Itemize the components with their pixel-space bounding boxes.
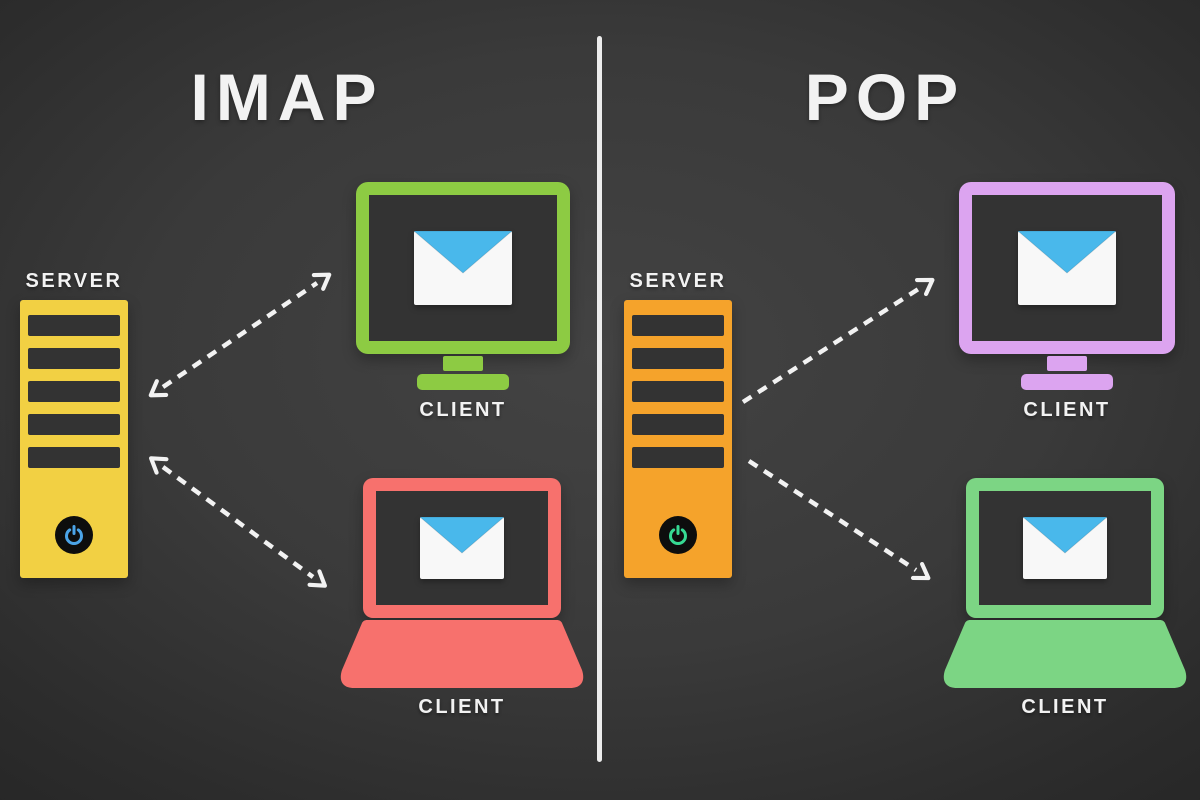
laptop-base <box>943 620 1187 688</box>
server-slot <box>632 315 724 336</box>
imap-laptop-client: CLIENT <box>340 478 584 719</box>
arrow-imap-server-desktop-bidirectional <box>148 272 332 398</box>
monitor-neck <box>1047 356 1087 371</box>
laptop-screen <box>966 478 1164 618</box>
power-icon <box>65 525 83 545</box>
pop-section-title: POP <box>804 60 966 134</box>
server-slot <box>28 381 120 402</box>
pop-server-label: SERVER <box>629 270 727 292</box>
monitor-neck <box>443 356 483 371</box>
mail-envelope-icon <box>414 231 512 305</box>
imap-server-tower <box>20 300 128 578</box>
monitor-screen <box>959 182 1175 354</box>
pop-laptop-client-label: CLIENT <box>1021 696 1109 718</box>
server-slot <box>632 414 724 435</box>
power-button <box>55 516 93 554</box>
arrow-imap-server-laptop-bidirectional <box>149 456 327 588</box>
pop-laptop-client: CLIENT <box>943 478 1187 719</box>
server-slot <box>632 381 724 402</box>
server-slot <box>28 348 120 369</box>
monitor-stand <box>1021 374 1113 390</box>
arrow-pop-server-to-desktop <box>741 277 935 404</box>
server-slot <box>632 447 724 468</box>
mail-envelope-icon <box>1018 231 1116 305</box>
imap-server-label: SERVER <box>25 270 123 292</box>
laptop-base <box>340 620 584 688</box>
imap-laptop-client-label: CLIENT <box>418 696 506 718</box>
pop-desktop-client-label: CLIENT <box>1023 399 1111 421</box>
laptop-screen <box>363 478 561 618</box>
imap-desktop-client: CLIENT <box>356 182 570 422</box>
server-slot <box>28 315 120 336</box>
pop-desktop-client: CLIENT <box>959 182 1175 422</box>
imap-desktop-client-label: CLIENT <box>419 399 507 421</box>
monitor-screen <box>356 182 570 354</box>
power-button <box>659 516 697 554</box>
pop-server-tower <box>624 300 732 578</box>
mail-envelope-icon <box>420 517 504 579</box>
mail-envelope-icon <box>1023 517 1107 579</box>
imap-section-title: IMAP <box>190 60 384 134</box>
server-slot <box>632 348 724 369</box>
power-icon <box>669 525 687 545</box>
server-slot <box>28 414 120 435</box>
server-slot <box>28 447 120 468</box>
section-divider-line <box>597 36 602 762</box>
monitor-stand <box>417 374 509 390</box>
arrow-pop-server-to-laptop <box>747 459 931 581</box>
